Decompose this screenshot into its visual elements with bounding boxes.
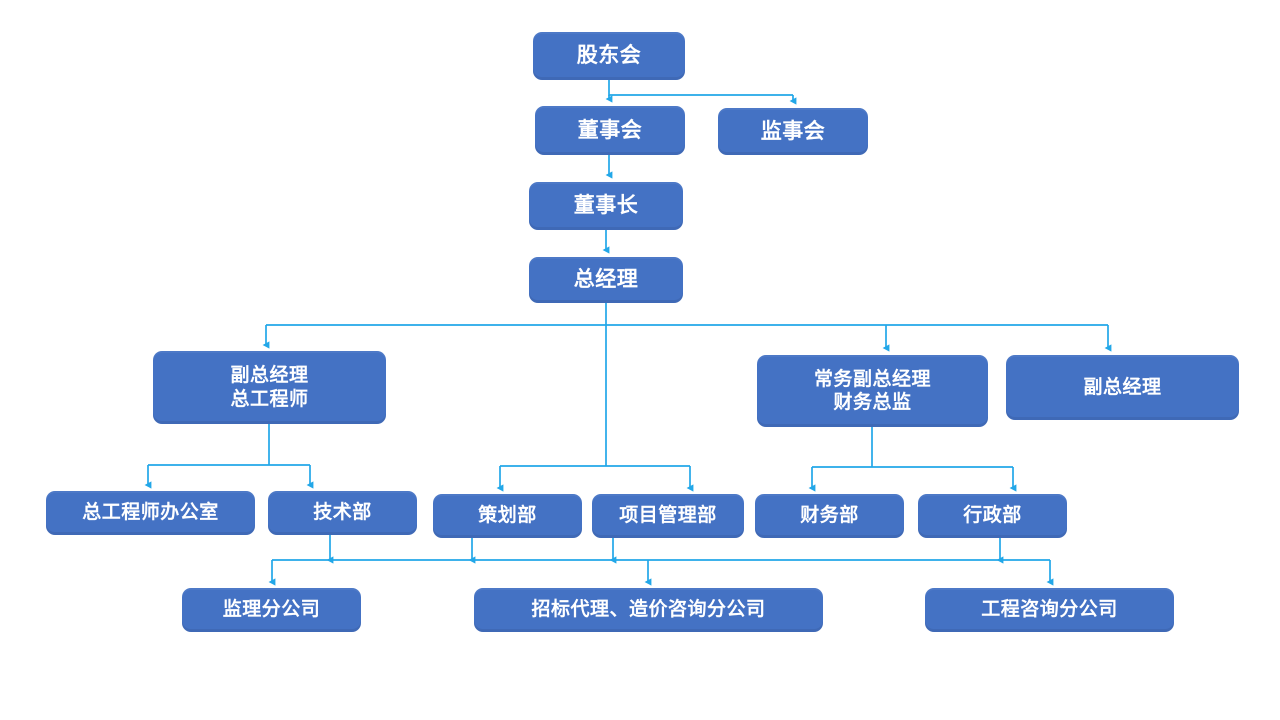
org-node-label: 财务部 xyxy=(800,505,859,527)
org-node-board[interactable]: 董事会 xyxy=(535,106,685,155)
edge-gm-to-mid-depts xyxy=(496,465,694,492)
org-node-admin-dept[interactable]: 行政部 xyxy=(918,494,1067,538)
org-node-planning-dept[interactable]: 策划部 xyxy=(433,494,582,538)
org-node-label: 总经理 xyxy=(573,268,639,292)
org-node-shareholders[interactable]: 股东会 xyxy=(533,32,685,80)
edge-depts-to-branch-bus xyxy=(326,535,1004,564)
org-node-bidding-cost-branch[interactable]: 招标代理、造价咨询分公司 xyxy=(474,588,823,632)
org-node-project-mgmt-dept[interactable]: 项目管理部 xyxy=(592,494,744,538)
org-node-label: 监事会 xyxy=(760,119,826,143)
org-node-label: 招标代理、造价咨询分公司 xyxy=(531,599,766,621)
org-node-supervisors[interactable]: 监事会 xyxy=(718,108,868,155)
org-node-label: 行政部 xyxy=(963,505,1022,527)
edge-shareholders-to-tier2 xyxy=(605,80,797,105)
org-node-technology-dept[interactable]: 技术部 xyxy=(268,491,417,535)
org-node-supervision-branch[interactable]: 监理分公司 xyxy=(182,588,361,632)
org-node-general-manager[interactable]: 总经理 xyxy=(529,257,683,303)
org-node-label: 董事会 xyxy=(577,118,643,142)
org-node-label: 策划部 xyxy=(478,505,537,527)
edge-deputy-gm-ce-to-depts xyxy=(144,424,314,489)
org-node-deputy-gm[interactable]: 副总经理 xyxy=(1006,355,1239,420)
edge-exec-deputy-gm-to-depts xyxy=(808,427,1017,492)
org-node-label: 常务副总经理 财务总监 xyxy=(813,368,931,413)
org-node-label: 项目管理部 xyxy=(619,505,717,527)
org-node-label: 总工程师办公室 xyxy=(82,502,219,524)
org-node-label: 副总经理 xyxy=(1083,376,1162,398)
org-node-label: 副总经理 总工程师 xyxy=(230,365,309,410)
org-node-finance-dept[interactable]: 财务部 xyxy=(755,494,904,538)
edge-branch-bus xyxy=(268,559,1054,586)
org-node-engineering-consulting-branch[interactable]: 工程咨询分公司 xyxy=(925,588,1174,632)
edge-gm-to-tier5 xyxy=(262,324,1112,352)
org-node-label: 技术部 xyxy=(313,502,372,524)
org-node-chairman[interactable]: 董事长 xyxy=(529,182,683,230)
org-node-label: 董事长 xyxy=(573,194,639,218)
org-node-label: 监理分公司 xyxy=(222,599,321,621)
org-node-label: 股东会 xyxy=(576,44,642,68)
org-node-chief-engineer-office[interactable]: 总工程师办公室 xyxy=(46,491,255,535)
org-node-exec-deputy-gm-cfo[interactable]: 常务副总经理 财务总监 xyxy=(757,355,988,427)
org-node-deputy-gm-chief-engineer[interactable]: 副总经理 总工程师 xyxy=(153,351,386,424)
org-node-label: 工程咨询分公司 xyxy=(981,599,1118,621)
